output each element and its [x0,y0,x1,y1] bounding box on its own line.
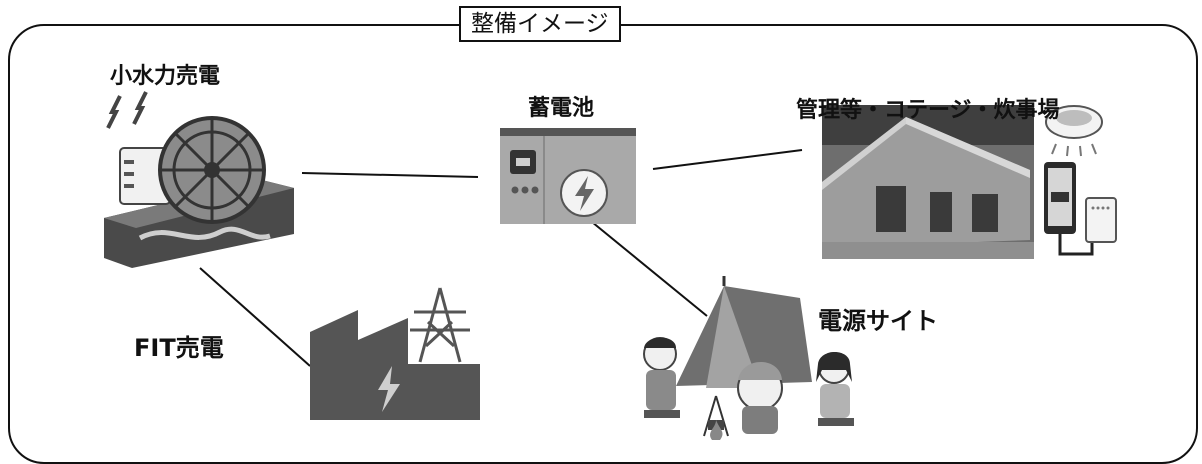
battery-storage-icon [500,128,636,224]
diagram-title: 整備イメージ [459,6,621,42]
label-facilities: 管理等・コテージ・炊事場 [796,98,1060,123]
label-fit: FIT売電 [134,334,224,362]
label-campsite: 電源サイト [818,307,938,335]
smartphone-charging-icon [1044,162,1094,256]
water-wheel-generator-icon [104,91,294,268]
cottage-photo [822,105,1034,259]
connector-battery-facilities [652,149,803,170]
factory-power-tower-icon [310,287,480,420]
connector-battery-campsite [591,221,708,317]
ceiling-light-icon [1045,105,1103,157]
connector-hydro-fit [199,267,311,367]
tent-campers-icon [643,276,854,440]
connector-hydro-battery [301,172,479,178]
label-battery: 蓄電池 [528,96,595,121]
diagram-art [104,91,1117,440]
power-bank-icon [1085,197,1117,243]
label-hydro: 小水力売電 [110,64,221,89]
diagram-canvas: 整備イメージ 小水力売電 蓄電池 管理等・コテージ・炊事場 FIT売電 電源サイ… [8,6,1198,464]
